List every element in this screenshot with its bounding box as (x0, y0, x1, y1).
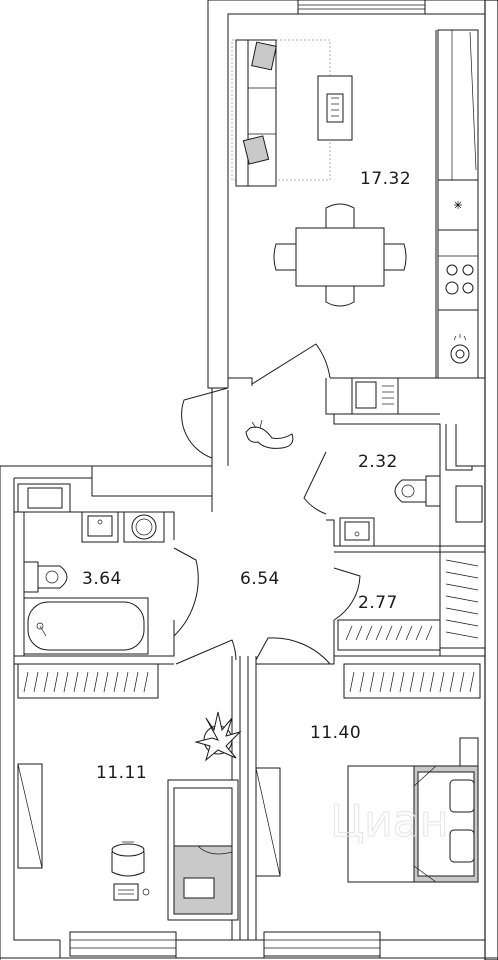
hallway-furniture (245, 419, 294, 449)
watermark-text: Циан (330, 796, 449, 847)
area-bathroom: 3.64 (82, 569, 122, 589)
storage-fixtures (337, 551, 486, 651)
area-bedroom-right: 11.40 (310, 723, 361, 743)
area-labels: 17.32 2.32 6.54 3.64 2.77 11.11 11.40 (82, 169, 411, 783)
bedroom-right-furniture (255, 663, 481, 883)
doors (173, 343, 361, 665)
bedroom-left-furniture (17, 663, 242, 921)
area-bathroom-small: 2.32 (358, 452, 398, 472)
area-living-kitchen: 17.32 (360, 169, 411, 189)
windows (69, 0, 426, 957)
area-bedroom-left: 11.11 (96, 763, 147, 783)
living-furniture (231, 29, 479, 415)
bathroom-small-fixtures (339, 475, 483, 547)
bathroom-fixtures (17, 465, 213, 655)
area-storage: 2.77 (358, 593, 398, 613)
area-hallway: 6.54 (240, 569, 280, 589)
